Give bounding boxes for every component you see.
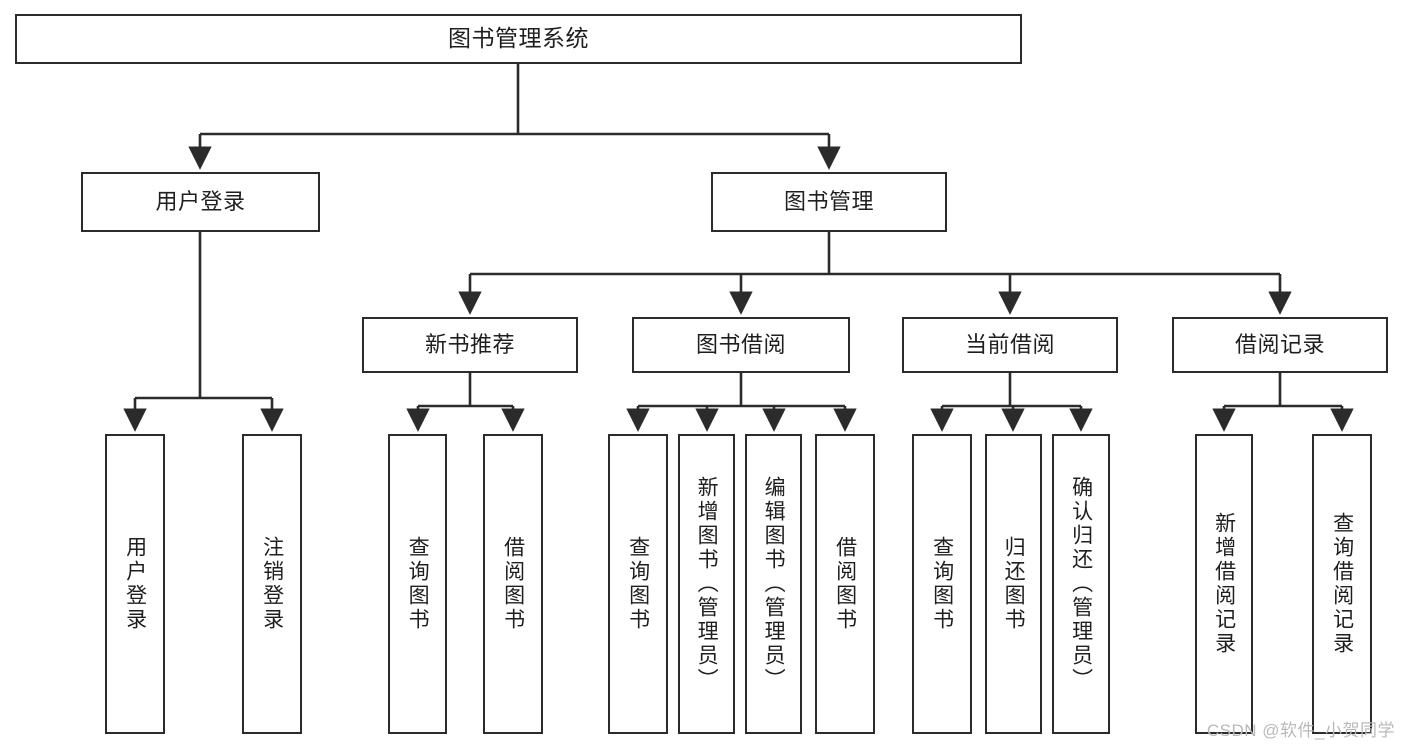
node-leaf-edit-book-admin[interactable]: 编辑图书（管理员） (745, 434, 802, 734)
node-current-borrow[interactable]: 当前借阅 (902, 317, 1118, 373)
csdn-watermark: CSDN @软件_小贺同学 (1206, 721, 1395, 740)
node-label: 查询图书 (626, 536, 650, 632)
node-label: 归还图书 (1002, 536, 1026, 632)
node-label: 借阅图书 (833, 536, 857, 632)
node-label: 编辑图书（管理员） (762, 476, 786, 692)
node-leaf-borrow-book[interactable]: 借阅图书 (815, 434, 875, 734)
node-label: 新增图书（管理员） (695, 476, 719, 692)
node-leaf-query-book-current[interactable]: 查询图书 (912, 434, 972, 734)
node-leaf-return-book[interactable]: 归还图书 (985, 434, 1042, 734)
node-leaf-query-book-borrow[interactable]: 查询图书 (608, 434, 668, 734)
node-label: 确认归还（管理员） (1069, 476, 1093, 692)
node-label: 注销登录 (260, 536, 284, 632)
node-book-management[interactable]: 图书管理 (711, 172, 947, 232)
node-label: 图书借阅 (695, 332, 786, 358)
node-leaf-logout[interactable]: 注销登录 (242, 434, 302, 734)
node-new-book-recommend[interactable]: 新书推荐 (362, 317, 578, 373)
node-leaf-add-borrow-record[interactable]: 新增借阅记录 (1195, 434, 1253, 734)
node-label: 当前借阅 (964, 332, 1055, 358)
node-label: 借阅图书 (501, 536, 525, 632)
node-borrow-record[interactable]: 借阅记录 (1172, 317, 1388, 373)
node-label: 图书管理系统 (448, 25, 589, 52)
node-root-system[interactable]: 图书管理系统 (15, 14, 1022, 64)
node-leaf-user-login[interactable]: 用户登录 (105, 434, 165, 734)
node-leaf-query-borrow-record[interactable]: 查询借阅记录 (1312, 434, 1372, 734)
node-label: 查询图书 (406, 536, 430, 632)
node-label: 查询图书 (930, 536, 954, 632)
node-book-borrow[interactable]: 图书借阅 (632, 317, 850, 373)
node-leaf-query-book-recommend[interactable]: 查询图书 (388, 434, 447, 734)
node-label: 新书推荐 (424, 332, 515, 358)
node-label: 借阅记录 (1234, 332, 1325, 358)
node-user-login[interactable]: 用户登录 (81, 172, 320, 232)
node-label: 新增借阅记录 (1212, 512, 1236, 656)
node-leaf-borrow-book-recommend[interactable]: 借阅图书 (483, 434, 543, 734)
node-label: 图书管理 (783, 189, 874, 215)
node-label: 用户登录 (155, 189, 246, 215)
node-label: 用户登录 (123, 536, 147, 632)
node-label: 查询借阅记录 (1330, 512, 1354, 656)
node-leaf-confirm-return-admin[interactable]: 确认归还（管理员） (1052, 434, 1110, 734)
node-leaf-add-book-admin[interactable]: 新增图书（管理员） (678, 434, 735, 734)
